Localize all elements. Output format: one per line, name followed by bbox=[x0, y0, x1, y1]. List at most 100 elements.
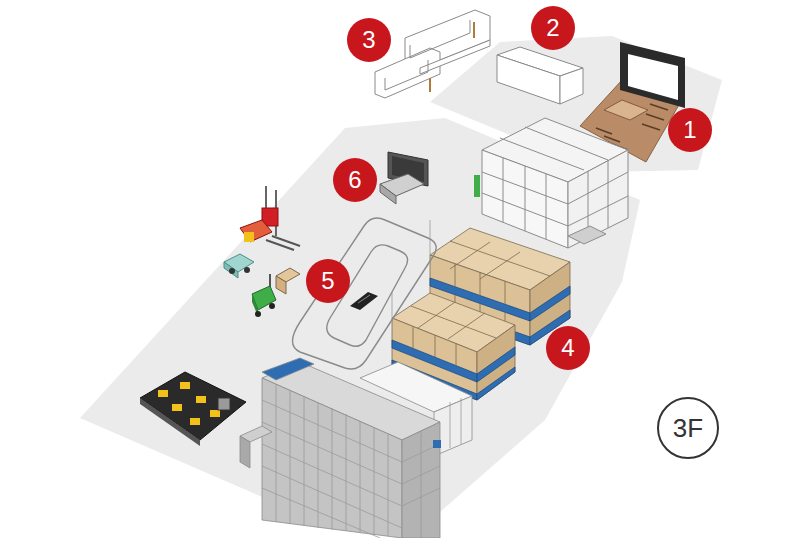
automated-warehouse bbox=[240, 358, 472, 538]
automated-warehouse bbox=[346, 414, 347, 531]
automated-warehouse bbox=[450, 402, 451, 448]
pallet-rack bbox=[477, 347, 515, 382]
callout-number: 2 bbox=[531, 6, 575, 50]
automated-warehouse bbox=[262, 378, 402, 538]
reach-truck bbox=[244, 232, 254, 242]
automated-warehouse bbox=[304, 396, 305, 526]
pallet-rack bbox=[418, 302, 455, 328]
callout-number: 1 bbox=[668, 108, 712, 152]
high-rack bbox=[474, 118, 628, 248]
counterbalance-forklift bbox=[252, 268, 300, 317]
callout-text: 2 bbox=[546, 16, 559, 40]
callout-number: 3 bbox=[347, 18, 391, 62]
high-rack bbox=[503, 158, 504, 222]
sorting-platform bbox=[140, 398, 200, 446]
pallet-rack bbox=[448, 313, 485, 339]
callout-text: 1 bbox=[683, 118, 696, 142]
automated-warehouse bbox=[421, 431, 422, 538]
callout-text: 6 bbox=[348, 168, 361, 192]
monitor-station bbox=[380, 184, 396, 204]
high-rack bbox=[568, 150, 628, 248]
automated-warehouse bbox=[262, 358, 314, 380]
high-rack bbox=[568, 226, 606, 244]
seminar-room bbox=[628, 54, 678, 100]
callout-number: 6 bbox=[333, 158, 377, 202]
tow-tractor bbox=[229, 268, 235, 274]
pallet-rack bbox=[505, 281, 506, 304]
automated-warehouse bbox=[332, 408, 333, 530]
high-rack bbox=[482, 150, 568, 248]
pallet-rack bbox=[392, 292, 393, 318]
pallet-rack bbox=[480, 272, 481, 296]
tow-tractor bbox=[224, 262, 238, 278]
automated-warehouse bbox=[360, 421, 361, 533]
seminar-room bbox=[646, 114, 664, 120]
white-block bbox=[560, 68, 583, 104]
agv-track bbox=[293, 218, 437, 369]
automated-warehouse bbox=[402, 422, 440, 538]
pallet-rack bbox=[477, 367, 515, 400]
sorting-platform bbox=[190, 418, 200, 425]
sorting-platform bbox=[172, 404, 182, 411]
partition-walls bbox=[410, 20, 470, 58]
reach-truck bbox=[266, 240, 294, 250]
sorting-platform bbox=[140, 372, 246, 440]
automated-warehouse bbox=[262, 384, 461, 538]
pallet-rack bbox=[413, 327, 414, 348]
pallet-rack bbox=[480, 252, 520, 279]
partition-walls bbox=[375, 48, 440, 98]
seminar-room bbox=[604, 100, 648, 120]
sorting-platform bbox=[218, 398, 230, 410]
callout-text: 4 bbox=[561, 336, 574, 360]
high-rack bbox=[482, 172, 568, 204]
monitor-station bbox=[380, 152, 428, 204]
tow-tractor bbox=[224, 254, 254, 278]
partition-walls bbox=[429, 78, 431, 92]
white-block bbox=[497, 55, 560, 104]
partition-walls bbox=[473, 22, 475, 38]
sorting-platform bbox=[140, 372, 246, 446]
pallet-rack bbox=[411, 306, 496, 338]
seminar-room bbox=[596, 128, 612, 134]
high-rack bbox=[608, 160, 609, 228]
sorting-platform bbox=[158, 390, 168, 397]
high-rack bbox=[525, 127, 608, 160]
reach-truck bbox=[240, 186, 300, 250]
sorting-platform bbox=[196, 396, 206, 403]
reach-truck bbox=[240, 220, 272, 242]
callout-number: 4 bbox=[546, 326, 590, 370]
floor-label: 3F bbox=[673, 415, 703, 441]
high-rack bbox=[525, 166, 526, 231]
agv-vehicle bbox=[350, 292, 378, 310]
automated-warehouse bbox=[262, 488, 380, 538]
high-rack bbox=[546, 174, 547, 239]
seminar-room bbox=[650, 104, 668, 110]
pallet-rack bbox=[455, 264, 456, 287]
white-block bbox=[497, 47, 583, 104]
automated-warehouse bbox=[388, 433, 389, 536]
automated-warehouse bbox=[240, 436, 250, 468]
pallet-rack bbox=[435, 335, 436, 357]
pallet-rack bbox=[450, 242, 490, 269]
agv-vehicle bbox=[358, 295, 370, 303]
high-rack bbox=[500, 138, 584, 170]
pallet-rack bbox=[411, 302, 496, 366]
seminar-room bbox=[604, 136, 620, 142]
partition-walls bbox=[375, 10, 490, 98]
high-rack bbox=[568, 172, 628, 204]
pallet-rack bbox=[430, 220, 431, 255]
sorting-platform bbox=[180, 382, 190, 389]
callout-text: 3 bbox=[362, 28, 375, 52]
counterbalance-forklift bbox=[269, 303, 275, 309]
automated-warehouse bbox=[402, 488, 440, 506]
seminar-room bbox=[620, 42, 685, 108]
seminar-room bbox=[642, 124, 660, 130]
pallet-rack bbox=[450, 241, 550, 276]
automated-warehouse bbox=[276, 384, 277, 522]
sorting-platform bbox=[210, 410, 220, 417]
partition-walls bbox=[420, 40, 490, 74]
callout-text: 5 bbox=[321, 269, 334, 293]
automated-warehouse bbox=[290, 390, 291, 524]
automated-warehouse bbox=[402, 466, 440, 484]
